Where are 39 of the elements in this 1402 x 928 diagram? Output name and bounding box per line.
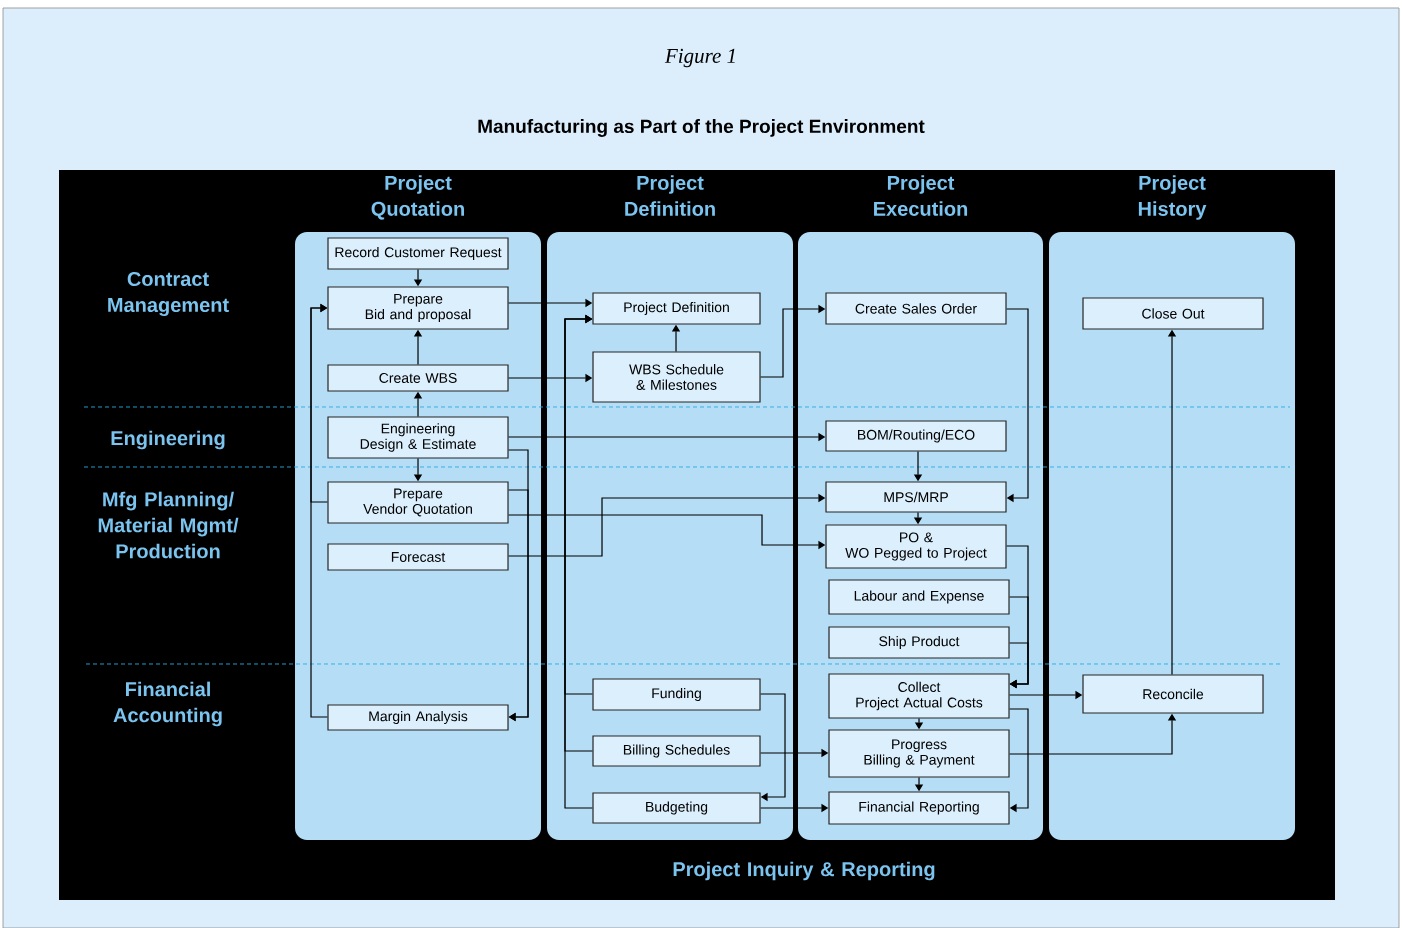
process-box: Close Out xyxy=(1082,297,1264,330)
row-heading: Financial Accounting xyxy=(113,681,222,727)
process-box: Project Definition xyxy=(592,292,761,325)
process-box: Reconcile xyxy=(1082,674,1264,714)
process-box: Forecast xyxy=(327,543,509,571)
process-box: BOM/Routing/ECO xyxy=(825,420,1007,452)
arrow xyxy=(1009,642,1029,689)
row-heading: Contract Management xyxy=(108,271,229,317)
process-box: Margin Analysis xyxy=(327,704,509,731)
process-box: Engineering Design & Estimate xyxy=(327,416,509,459)
process-box: Billing Schedules xyxy=(592,735,761,767)
row-heading: Engineering xyxy=(111,430,225,450)
process-box: MPS/MRP xyxy=(825,481,1007,513)
column-heading: Project History xyxy=(1138,175,1207,220)
process-box: Ship Product xyxy=(828,626,1010,659)
process-box: Financial Reporting xyxy=(828,791,1010,825)
row-heading: Mfg Planning/ Material Mgmt/ Production xyxy=(98,491,239,559)
process-box: Prepare Vendor Quotation xyxy=(327,481,509,524)
footer-heading: Project Inquiry & Reporting xyxy=(673,861,935,881)
process-box: Budgeting xyxy=(592,792,761,824)
process-box: Progress Billing & Payment xyxy=(828,729,1010,778)
arrow xyxy=(310,303,328,718)
process-box: PO & WO Pegged to Project xyxy=(825,524,1007,569)
arrow xyxy=(760,693,786,802)
title: Manufacturing as Part of the Project Environment xyxy=(478,119,925,137)
column-heading: Project Quotation xyxy=(371,175,464,220)
figure-caption: Figure 1 xyxy=(664,48,735,68)
process-box: Prepare Bid and proposal xyxy=(327,286,509,330)
column-heading: Project Definition xyxy=(625,175,715,216)
arrow xyxy=(1006,308,1029,503)
arrow xyxy=(1009,708,1029,813)
process-box: Funding xyxy=(592,678,761,711)
process-box: Create Sales Order xyxy=(825,292,1007,325)
column-heading: Project Execution xyxy=(874,175,968,216)
process-box: WBS Schedule & Milestones xyxy=(592,351,761,403)
process-box: Record Customer Request xyxy=(327,237,509,270)
process-box: Labour and Expense xyxy=(828,579,1010,615)
process-box: Collect Project Actual Costs xyxy=(828,673,1010,719)
process-box: Create WBS xyxy=(327,364,509,392)
